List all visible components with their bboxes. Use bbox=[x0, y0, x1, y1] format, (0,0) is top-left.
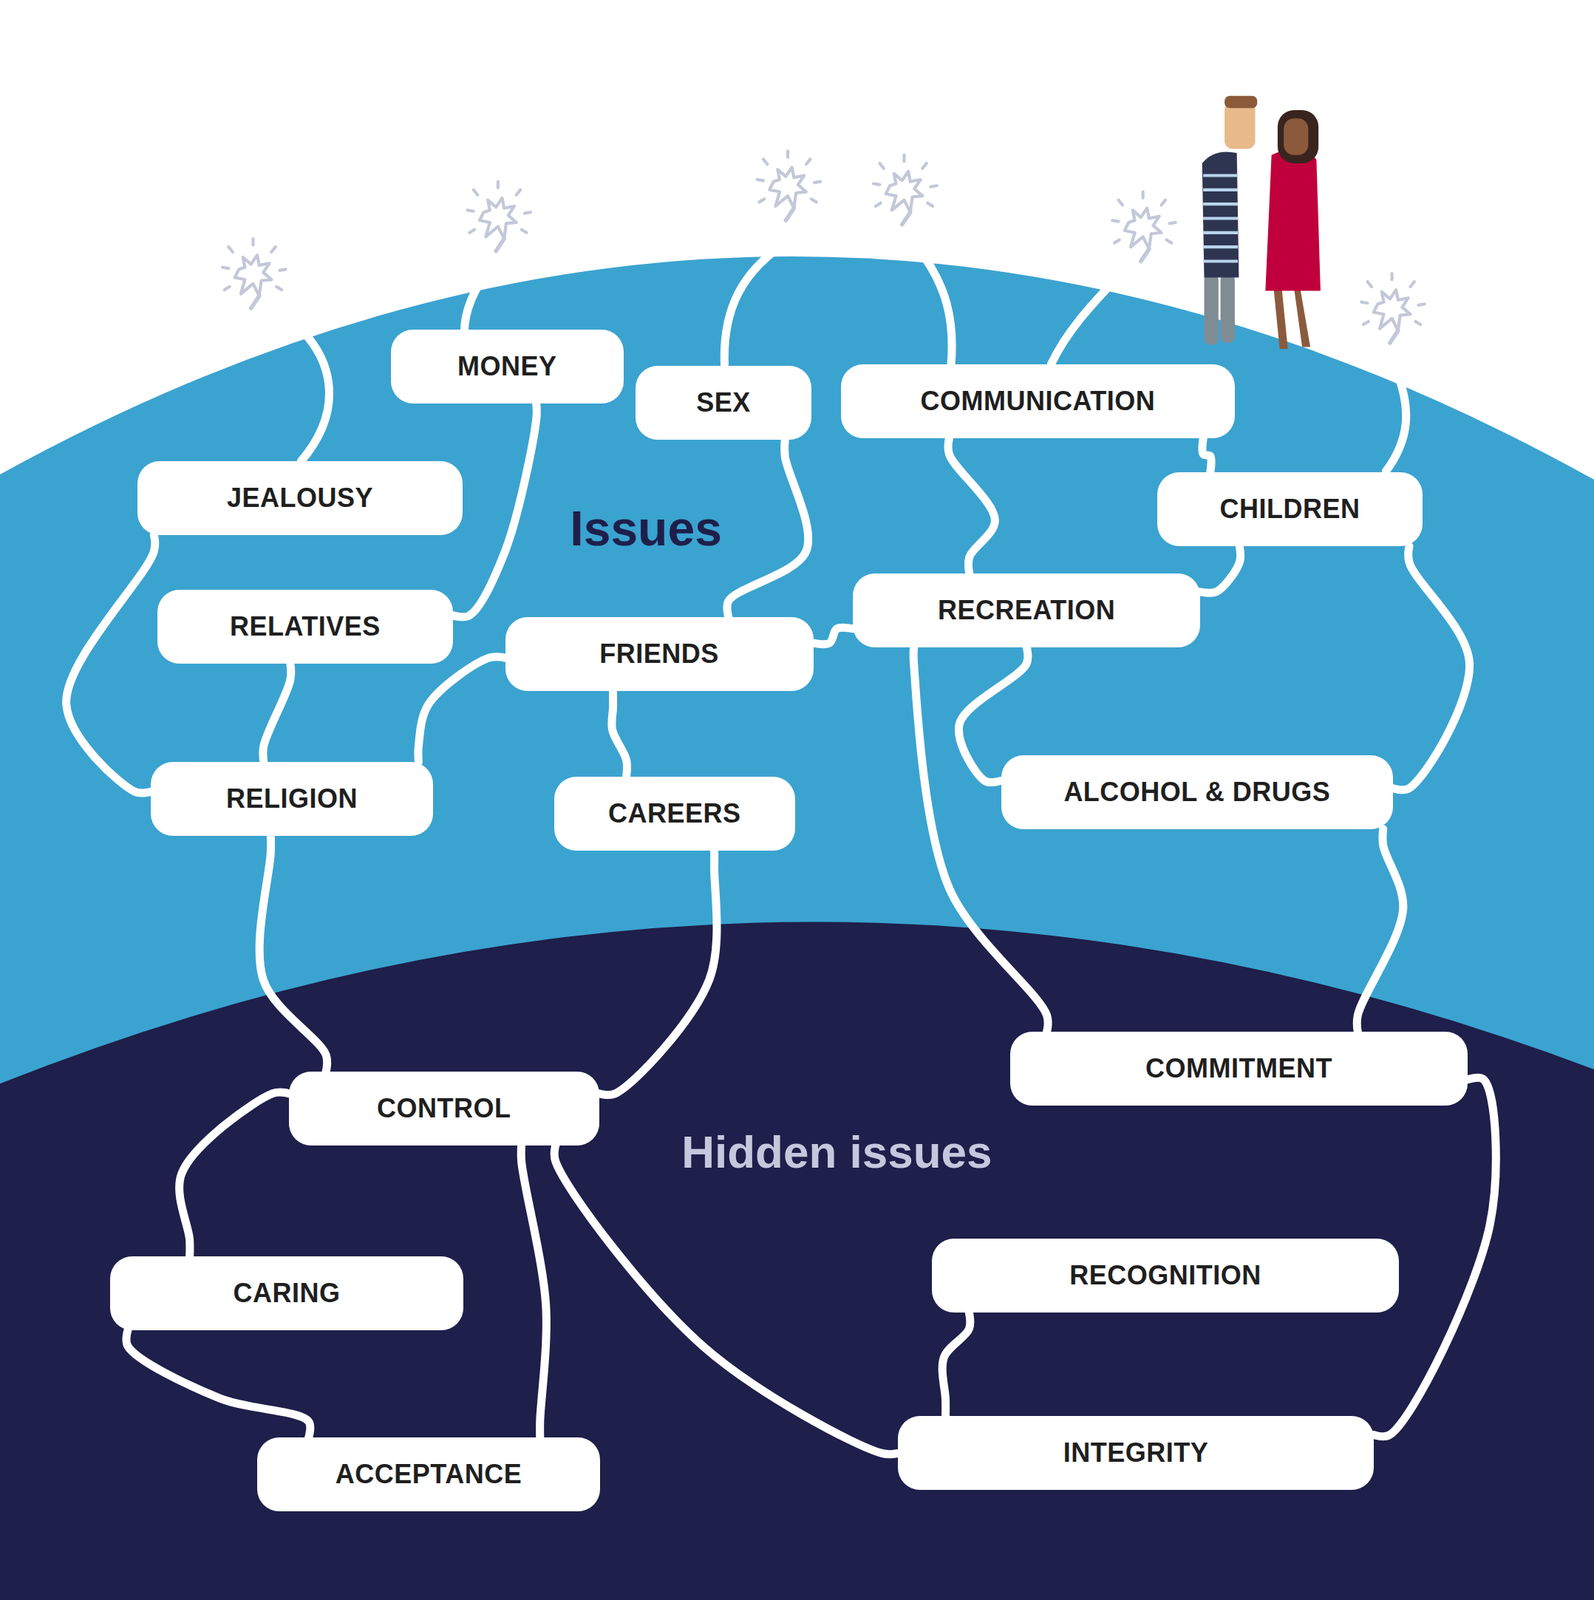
issue-box: COMMITMENT bbox=[1010, 1031, 1468, 1106]
connector-line bbox=[126, 1330, 311, 1439]
connector-line bbox=[1200, 546, 1241, 593]
issue-label: INTEGRITY bbox=[1063, 1437, 1209, 1469]
issue-box: CAREERS bbox=[554, 776, 796, 851]
issue-label: RECOGNITION bbox=[1069, 1259, 1262, 1292]
issue-label: COMMITMENT bbox=[1145, 1053, 1333, 1085]
issue-label: MONEY bbox=[457, 351, 558, 383]
connector-line bbox=[611, 690, 628, 776]
connector-line bbox=[179, 1092, 289, 1257]
connector-line bbox=[942, 1312, 971, 1416]
issue-label: CARING bbox=[233, 1277, 341, 1309]
connector-line bbox=[813, 627, 854, 644]
connector-line bbox=[520, 1145, 547, 1439]
connector-line bbox=[66, 535, 156, 793]
issue-label: CONTROL bbox=[376, 1092, 511, 1125]
issue-label: RECREATION bbox=[937, 594, 1116, 626]
issue-label: CAREERS bbox=[608, 798, 742, 830]
connector-line bbox=[263, 663, 292, 762]
issue-box: MONEY bbox=[390, 329, 624, 404]
region-label: Hidden issues bbox=[681, 1124, 992, 1178]
issue-box: JEALOUSY bbox=[137, 461, 462, 536]
issue-label: ACCEPTANCE bbox=[335, 1458, 522, 1490]
connector-line bbox=[453, 403, 537, 618]
connector-line bbox=[259, 835, 328, 1071]
region-label: Issues bbox=[569, 500, 722, 557]
issue-box: INTEGRITY bbox=[897, 1415, 1374, 1490]
issue-box: RECOGNITION bbox=[931, 1238, 1399, 1313]
issue-label: SEX bbox=[696, 387, 751, 419]
connector-line bbox=[913, 647, 1048, 1032]
issue-box: RECREATION bbox=[852, 573, 1201, 648]
connector-line bbox=[948, 438, 995, 574]
issue-label: ALCOHOL & DRUGS bbox=[1063, 776, 1331, 808]
issue-box: ALCOHOL & DRUGS bbox=[1001, 755, 1393, 830]
issue-label: RELATIVES bbox=[229, 611, 381, 643]
connector-line bbox=[1392, 546, 1470, 790]
issue-box: SEX bbox=[635, 365, 812, 440]
issue-label: COMMUNICATION bbox=[920, 385, 1156, 417]
issue-box: COMMUNICATION bbox=[840, 364, 1235, 439]
issue-label: CHILDREN bbox=[1219, 493, 1360, 525]
issue-box: CHILDREN bbox=[1157, 472, 1423, 547]
issue-box: CONTROL bbox=[288, 1071, 600, 1146]
issue-label: FRIENDS bbox=[599, 638, 720, 670]
issue-box: FRIENDS bbox=[505, 617, 814, 691]
issue-label: RELIGION bbox=[226, 783, 358, 815]
connector-line bbox=[1202, 438, 1212, 473]
connector-line bbox=[1356, 829, 1403, 1032]
issue-box: RELIGION bbox=[150, 761, 433, 836]
issue-box: RELATIVES bbox=[157, 589, 454, 664]
connector-line bbox=[727, 439, 809, 618]
issue-box: CARING bbox=[110, 1256, 464, 1331]
issue-label: JEALOUSY bbox=[226, 482, 374, 514]
connector-line bbox=[418, 656, 506, 762]
connector-line bbox=[554, 1145, 898, 1455]
connector-line bbox=[599, 850, 717, 1096]
issue-box: ACCEPTANCE bbox=[257, 1437, 601, 1512]
